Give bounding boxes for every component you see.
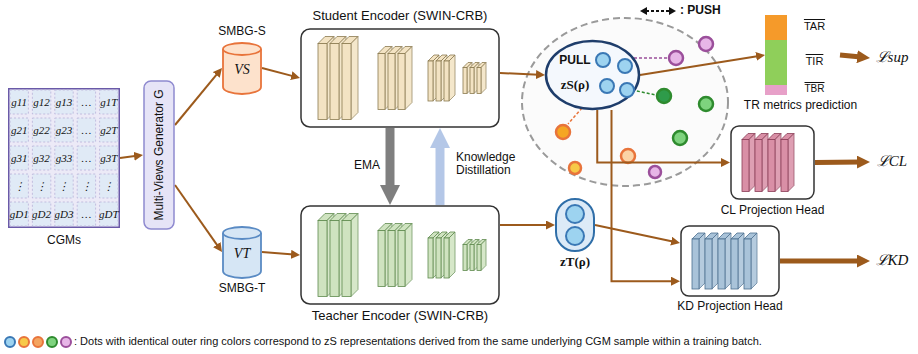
connector xyxy=(612,110,674,281)
loss-term: ℒCL xyxy=(870,152,914,172)
node-label: ℒCL xyxy=(870,153,914,170)
footnote-dots xyxy=(5,337,71,347)
node-shape xyxy=(545,40,640,110)
node-label: TBR xyxy=(792,83,837,95)
database-cylinder: SMBG-TVT xyxy=(222,226,262,278)
matrix-cell: … xyxy=(75,116,97,144)
matrix-cell: g11 xyxy=(8,88,30,116)
node-label: Teacher Encoder (SWIN-CRB) xyxy=(290,309,510,324)
node-shape xyxy=(680,225,780,297)
connector xyxy=(175,73,218,125)
matrix-cell: … xyxy=(75,144,97,172)
encoder-box: Student Encoder (SWIN-CRB) xyxy=(300,28,500,128)
node-label: SMBG-S xyxy=(202,25,282,39)
database-cylinder: SMBG-SVS xyxy=(222,42,262,94)
generator-box: Multi-Views Generator G xyxy=(143,80,175,230)
node-label: PULL xyxy=(555,54,595,68)
edge-label: EMA xyxy=(340,159,380,173)
connector xyxy=(597,110,723,163)
node-label: TR metrics prediction xyxy=(733,99,868,113)
node-label: CL Projection Head xyxy=(715,204,830,218)
matrix-cell: ⋮ xyxy=(53,172,75,200)
connector xyxy=(386,128,395,191)
matrix-cell: gD1 xyxy=(8,200,30,228)
matrix-cell: g32 xyxy=(30,144,52,172)
matrix-cell: g33 xyxy=(53,144,75,172)
connector xyxy=(500,224,549,226)
tr-metrics-bar: TARTIRTBRTR metrics prediction xyxy=(765,15,840,95)
connector xyxy=(595,225,674,242)
node-label: ℒsup xyxy=(870,49,914,66)
matrix-cell: g3T xyxy=(98,144,120,172)
node-label: SMBG-T xyxy=(202,282,282,296)
connector xyxy=(780,259,861,264)
node-label: Student Encoder (SWIN-CRB) xyxy=(290,9,510,24)
matrix-cell: g31 xyxy=(8,144,30,172)
connector xyxy=(262,68,294,76)
matrix-cell: ⋮ xyxy=(75,172,97,200)
node-shape xyxy=(555,198,595,252)
node-shape xyxy=(300,205,500,305)
node-label: zS(ρ) xyxy=(553,78,597,93)
node-shape xyxy=(730,125,815,200)
matrix-cell: gD2 xyxy=(30,200,52,228)
matrix-cell: gD3 xyxy=(53,200,75,228)
matrix-cell: g12 xyxy=(30,88,52,116)
matrix-cell: g13 xyxy=(53,88,75,116)
connector xyxy=(120,156,137,158)
node-label: TAR xyxy=(792,20,837,33)
teacher-embedding: zT(ρ) xyxy=(555,198,595,252)
push-sample xyxy=(640,7,676,15)
edge-label: Knowledge Distillation xyxy=(456,151,536,179)
connector xyxy=(640,56,759,75)
node-label: zT(ρ) xyxy=(545,255,605,270)
node-label: CGMs xyxy=(8,234,120,248)
connector xyxy=(436,142,445,205)
legend-text: : Dots with identical outer ring colors … xyxy=(74,335,762,348)
node-label: ℒKD xyxy=(870,252,914,269)
loss-term: ℒKD xyxy=(870,251,914,271)
connector xyxy=(262,252,294,255)
node-shape xyxy=(300,28,500,128)
matrix-cell: g22 xyxy=(30,116,52,144)
loss-term: ℒsup xyxy=(870,48,914,68)
projection-head: KD Projection Head xyxy=(680,225,780,297)
pull-cluster: PULL zS(ρ) xyxy=(545,40,640,110)
connector xyxy=(815,160,861,165)
matrix-cell: gDT xyxy=(98,200,120,228)
matrix-cell: … xyxy=(75,200,97,228)
connector xyxy=(840,55,861,57)
matrix-cell: g21 xyxy=(8,116,30,144)
projection-head: CL Projection Head xyxy=(730,125,815,200)
legend-text: : PUSH xyxy=(680,4,721,18)
encoder-box: Teacher Encoder (SWIN-CRB) xyxy=(300,205,500,305)
node-shape xyxy=(765,15,840,95)
node-label: KD Projection Head xyxy=(670,300,790,314)
matrix-cell: g1T xyxy=(98,88,120,116)
matrix-cell: g2T xyxy=(98,116,120,144)
matrix-cell: ⋮ xyxy=(98,172,120,200)
matrix-cell: … xyxy=(75,88,97,116)
matrix-cell: ⋮ xyxy=(30,172,52,200)
connector xyxy=(175,185,218,247)
node-label: Multi-Views Generator G xyxy=(151,80,167,230)
matrix-cell: g23 xyxy=(53,116,75,144)
matrix-cell: ⋮ xyxy=(8,172,30,200)
node-label: TIR xyxy=(792,55,837,68)
node-label: VS xyxy=(222,62,262,78)
connector xyxy=(500,73,539,75)
embedding-cloud xyxy=(522,18,728,186)
node-label: VT xyxy=(222,246,262,262)
